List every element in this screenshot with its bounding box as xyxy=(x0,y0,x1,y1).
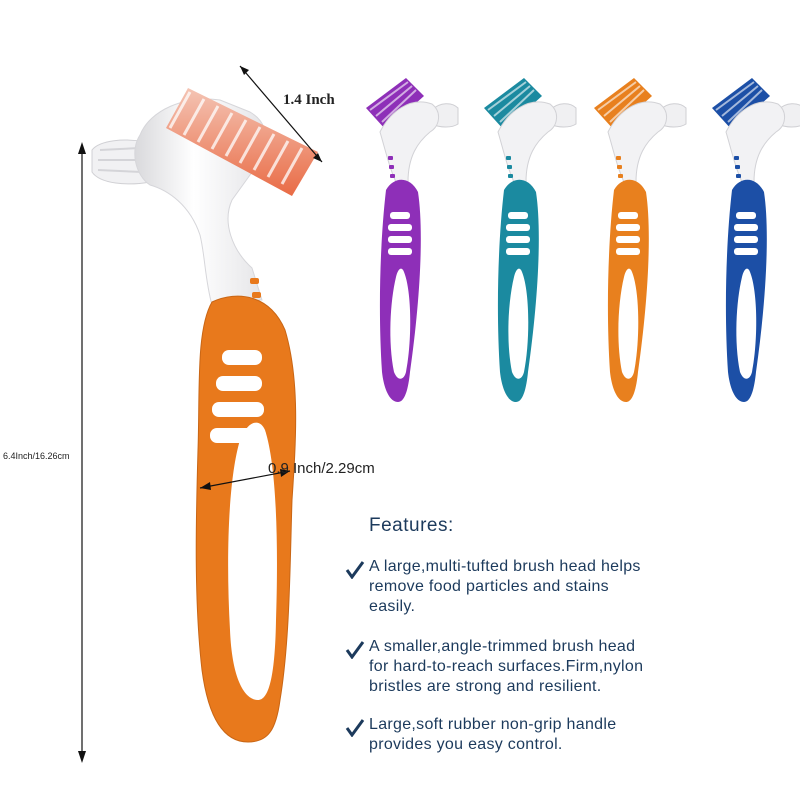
checkmark-icon xyxy=(345,641,365,659)
orange-brush xyxy=(594,78,687,402)
feature-line: A smaller,angle-trimmed brush head xyxy=(369,638,636,655)
height-dimension xyxy=(78,142,86,763)
large-orange-brush xyxy=(91,88,318,743)
handle-width-label: 0.9 Inch/2.29cm xyxy=(268,460,375,477)
features-title: Features: xyxy=(369,515,454,536)
handle-width-dimension xyxy=(199,469,291,490)
feature-line: for hard-to-reach surfaces.Firm,nylon xyxy=(369,658,644,675)
teal-brush xyxy=(484,78,577,402)
head-width-label: 1.4 Inch xyxy=(283,92,335,108)
checkmark-icon xyxy=(345,719,365,737)
large-bristle-tuft xyxy=(166,88,318,196)
blue-brush xyxy=(712,78,800,402)
head-width-dimension xyxy=(239,65,323,163)
feature-line: Large,soft rubber non-grip handle xyxy=(369,716,617,733)
checkmark-icon xyxy=(345,561,365,579)
feature-line: A large,multi-tufted brush head helps xyxy=(369,558,641,575)
purple-brush xyxy=(366,78,459,402)
color-variants xyxy=(366,78,800,402)
height-label: 6.4Inch/16.26cm xyxy=(3,451,70,461)
feature-line: provides you easy control. xyxy=(369,736,563,753)
feature-line: bristles are strong and resilient. xyxy=(369,678,602,695)
feature-line: remove food particles and stains xyxy=(369,578,609,595)
feature-line: easily. xyxy=(369,598,416,615)
